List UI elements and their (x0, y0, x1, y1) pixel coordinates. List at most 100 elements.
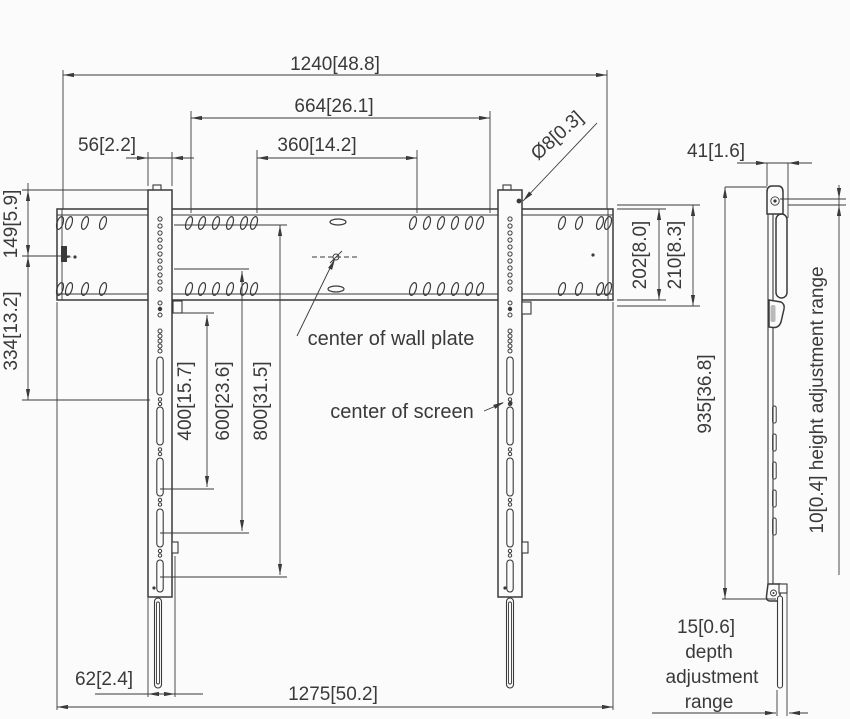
dim-vesa-600: 600[23.6] (213, 361, 234, 440)
rail-slot (156, 508, 164, 548)
plate-slot (184, 216, 194, 230)
rail-hole (507, 451, 513, 457)
dim-inner-width: 664[26.1] (294, 96, 373, 117)
right-rail-side-tab (521, 541, 529, 554)
rail-hole (507, 279, 513, 285)
plate-slot (603, 282, 613, 296)
dim-arrow (57, 704, 68, 710)
dimension-lines (22, 70, 846, 716)
dim-line (296, 259, 335, 337)
dim-arrow (25, 256, 31, 267)
rail-hole (507, 401, 513, 407)
plate-slot (184, 282, 194, 296)
dim-arrow (25, 389, 31, 400)
rail-hole (507, 300, 513, 306)
rail-hole (157, 223, 163, 229)
leader-arrow-wall-plate (328, 259, 335, 270)
dim-arrow (596, 72, 607, 78)
dim-arrow (836, 188, 842, 199)
right-rail-bottom-dot (503, 586, 507, 590)
rail-hole (507, 286, 513, 292)
left-rail-hook (172, 300, 183, 314)
wall-plate-left-dot (73, 255, 77, 259)
rail-slot (506, 406, 514, 446)
dim-arrow (61, 254, 72, 260)
left-strip-inner (156, 601, 160, 685)
dim-arrow (765, 710, 776, 716)
rail-hole (157, 401, 163, 407)
dim-1275: 1275[50.2] (288, 684, 378, 705)
rail-slot (506, 457, 514, 497)
right-strip-inner (508, 601, 512, 685)
plate-slot (603, 216, 613, 230)
plate-slot (64, 216, 74, 230)
rail-hole (507, 216, 513, 222)
rail-hole (157, 553, 163, 558)
rail-hole (157, 548, 163, 554)
dim-arrow (137, 155, 148, 161)
rail-hole (507, 328, 513, 334)
dim-arrow (690, 295, 696, 306)
plate-slot (225, 216, 235, 230)
dim-334: 334[13.2] (1, 291, 22, 370)
dim-line (522, 122, 598, 202)
plate-slot (464, 282, 474, 296)
rail-hole (157, 216, 163, 222)
dim-149: 149[5.9] (1, 190, 22, 259)
plate-slot (436, 216, 446, 230)
rail-hole (507, 397, 513, 402)
dim-arrow (25, 190, 31, 201)
rail-hole (157, 338, 163, 344)
dim-arrow (277, 564, 283, 575)
side-bottom-tab (778, 583, 788, 594)
side-top-hole (770, 196, 780, 206)
dim-arrow (656, 289, 662, 300)
rail-hole (507, 348, 513, 354)
right-rail-hook (521, 301, 532, 315)
dim-arrow (788, 160, 799, 166)
plate-slot (98, 282, 108, 296)
rail-hole (507, 258, 513, 264)
rail-hole (157, 300, 163, 306)
rail-hole (157, 265, 163, 271)
dim-arrow (602, 704, 613, 710)
side-slot (772, 517, 777, 536)
rail-slot (506, 559, 514, 593)
rail-hole (157, 286, 163, 292)
rail-slot (156, 356, 164, 396)
rail-hole (157, 312, 163, 318)
side-top-hole-center (773, 199, 777, 203)
dim-height-935: 935[36.8] (695, 354, 716, 433)
rail-hole (157, 447, 163, 452)
plate-slot (450, 282, 460, 296)
dim-arrow (756, 160, 767, 166)
rail-hole (507, 333, 513, 339)
plate-slot (98, 216, 108, 230)
front-view-rails (147, 184, 532, 689)
left-strip (153, 597, 163, 689)
dim-arrow (690, 205, 696, 216)
dim-arrow (204, 476, 210, 487)
dim-plate-height-202: 202[8.0] (630, 221, 651, 290)
dim-rail-width: 56[2.2] (78, 135, 136, 156)
plate-slot (574, 216, 584, 230)
left-rail-bottom-dot (152, 586, 156, 590)
dim-overall-width: 1240[48.8] (290, 54, 380, 75)
dim-arrow (656, 209, 662, 220)
rail-slot (156, 457, 164, 497)
dim-arrow (164, 691, 175, 697)
rail-hole (507, 338, 513, 344)
rail-mount-hole (516, 198, 522, 204)
dim-360-span: 360[14.2] (277, 135, 356, 156)
side-slot (772, 489, 777, 508)
rail-hole (507, 553, 513, 558)
plate-slot (557, 282, 567, 296)
rail-slot (156, 559, 164, 593)
dim-vesa-400: 400[15.7] (175, 361, 196, 440)
plate-slot (436, 282, 446, 296)
plate-slot (450, 216, 460, 230)
rail-hole (157, 251, 163, 257)
rail-hole (157, 230, 163, 236)
right-strip (505, 597, 515, 689)
side-bottom-hole (770, 589, 777, 597)
